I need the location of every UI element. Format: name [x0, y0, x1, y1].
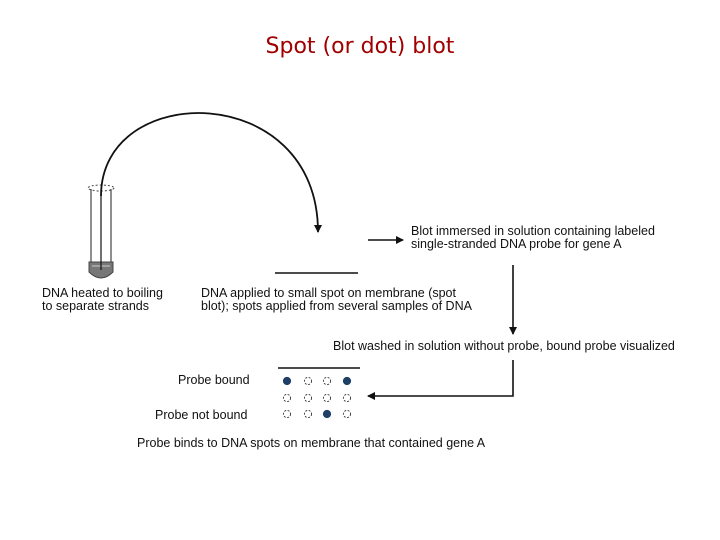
step-heat-line-1: DNA heated to boiling — [42, 286, 163, 300]
step-immerse-line-1: Blot immersed in solution containing lab… — [411, 224, 655, 238]
step-heat-line-2: to separate strands — [42, 299, 150, 313]
dna-spot-middle-3 — [322, 393, 332, 403]
dna-spot-not-bound-4 — [342, 409, 352, 419]
dna-spot-middle-4 — [342, 393, 352, 403]
dna-spot-bound-2 — [303, 376, 313, 386]
dna-spot-bound-4 — [342, 376, 352, 386]
page-title: Spot (or dot) blot — [265, 34, 455, 59]
dna-spot-not-bound-2 — [303, 409, 313, 419]
dna-spot-not-bound-3 — [322, 409, 332, 419]
step-immerse-line-2: single-stranded DNA probe for gene A — [411, 237, 622, 251]
dna-spot-middle-1 — [282, 393, 292, 403]
dna-spot-bound-3 — [322, 376, 332, 386]
dna-spot-bound-1 — [282, 376, 292, 386]
row-label-not-bound: Probe not bound — [155, 408, 248, 422]
visualize-arrow — [367, 360, 514, 400]
dna-spot-not-bound-1 — [282, 409, 292, 419]
step-result: Probe binds to DNA spots on membrane tha… — [137, 436, 486, 450]
dna-spot-middle-2 — [303, 393, 313, 403]
dots-row-not-bound — [282, 393, 352, 419]
test-tube-icon — [87, 184, 115, 279]
step-wash: Blot washed in solution without probe, b… — [333, 339, 675, 353]
dots-row-bound — [282, 376, 352, 386]
step-apply-line-1: DNA applied to small spot on membrane (s… — [201, 286, 456, 300]
transfer-arrow — [100, 112, 322, 233]
step-apply-line-2: blot); spots applied from several sample… — [201, 299, 472, 313]
row-label-bound: Probe bound — [178, 373, 250, 387]
